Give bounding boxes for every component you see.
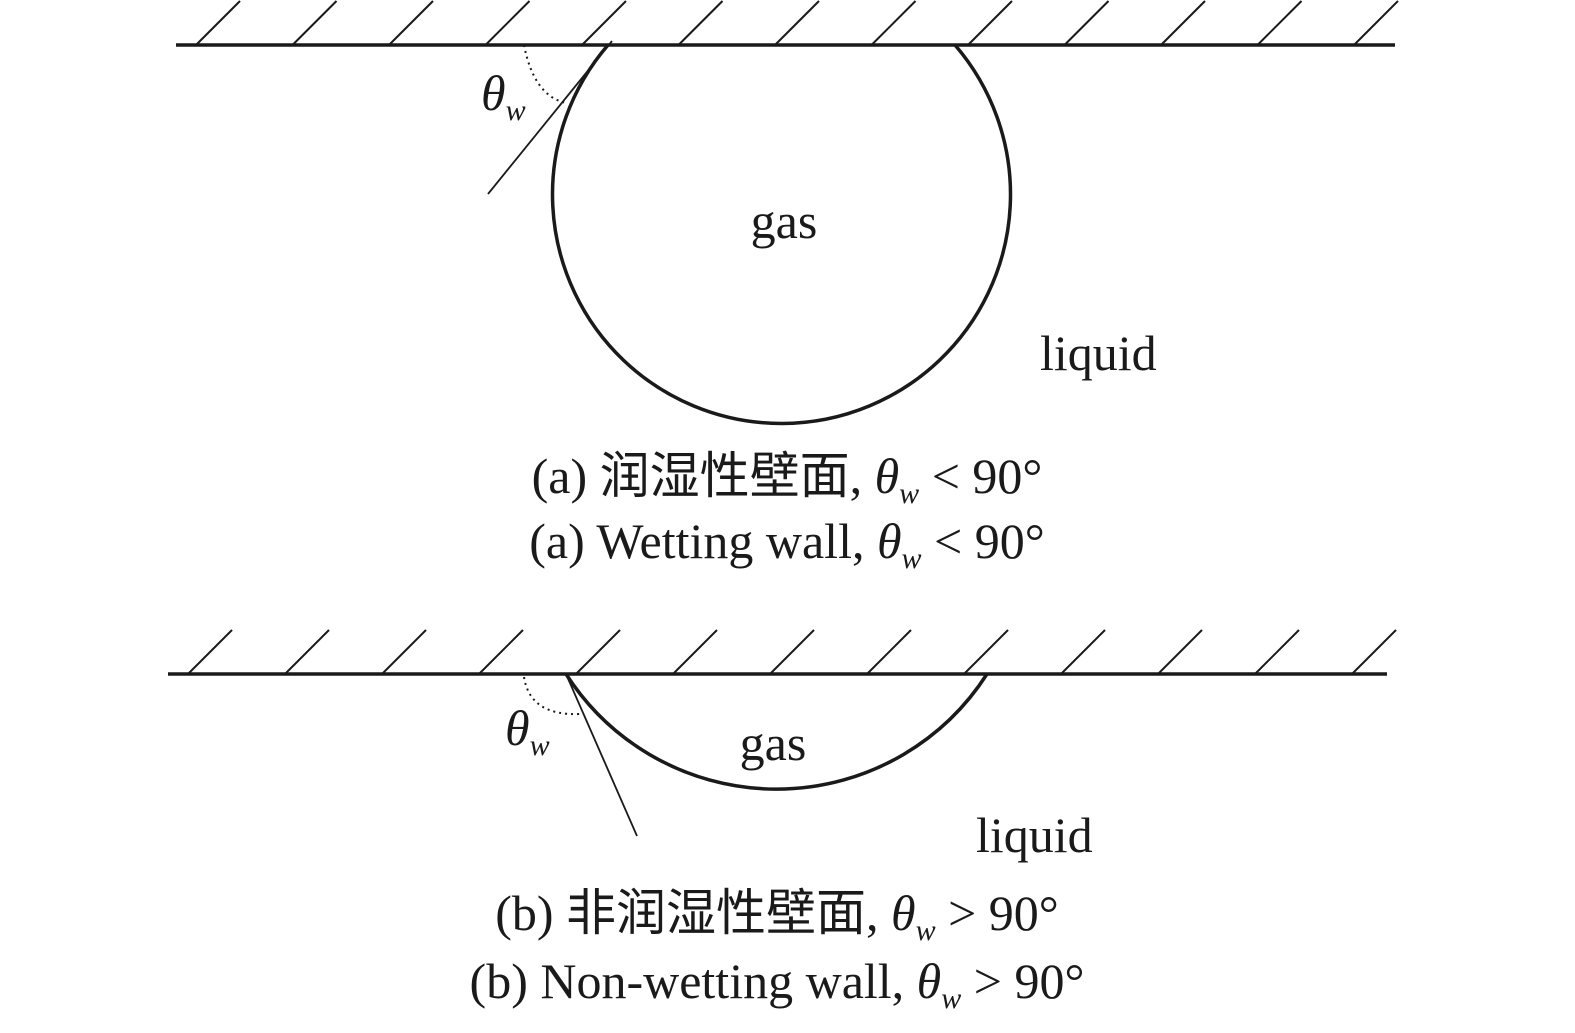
liquid-label-b: liquid: [976, 807, 1093, 863]
wall-b-hatch-stroke: [1351, 629, 1397, 675]
gas-label-b: gas: [740, 715, 807, 771]
wall-b-hatch-stroke: [963, 629, 1009, 675]
wall-b-hatch-stroke: [284, 629, 330, 675]
wall-b-hatch-stroke: [1254, 629, 1300, 675]
wall-a-hatch-stroke: [195, 0, 241, 46]
wall-b-hatch-stroke: [866, 629, 912, 675]
caption-cn-a: (a) 润湿性壁面, θw < 90°: [532, 448, 1043, 510]
wall-a-hatch-stroke: [291, 0, 338, 46]
wall-b-hatch-stroke: [575, 629, 621, 675]
wall-hatching-b: [187, 629, 1397, 675]
wall-a-hatch-stroke: [1353, 0, 1399, 46]
gas-label-a: gas: [751, 193, 818, 249]
tangent-line-b: [565, 673, 638, 837]
wall-a-hatch-stroke: [1063, 0, 1110, 46]
wall-b-hatch-stroke: [187, 629, 233, 675]
wall-a-hatch-stroke: [388, 0, 434, 46]
gas-bubble-b: [564, 673, 989, 791]
wall-b-hatch-stroke: [672, 629, 718, 675]
caption-en-a: (a) Wetting wall, θw < 90°: [529, 513, 1045, 575]
wall-a-hatch-stroke: [581, 0, 627, 46]
wall-b-hatch-stroke: [381, 629, 427, 675]
wall-b-hatch-stroke: [769, 629, 815, 675]
liquid-label-a: liquid: [1040, 325, 1157, 381]
tangent-line-a: [487, 40, 613, 195]
wall-b-hatch-stroke: [478, 629, 524, 675]
gas-bubble-a: [550, 43, 1013, 426]
wall-a-hatch-stroke: [774, 0, 820, 46]
wall-b-hatch-stroke: [1157, 629, 1203, 675]
caption-cn-b: (b) 非润湿性壁面, θw > 90°: [495, 885, 1059, 947]
panel-a: θw gas liquid (a) 润湿性壁面, θw < 90° (a) We…: [176, 0, 1399, 575]
wall-a-hatch-stroke: [1256, 0, 1303, 46]
wall-b-hatch-stroke: [1060, 629, 1106, 675]
panel-b: θw gas liquid (b) 非润湿性壁面, θw > 90° (b) N…: [168, 629, 1397, 1015]
wall-hatching-a: [195, 0, 1399, 46]
angle-label-a: θw: [481, 65, 526, 127]
angle-arc-b: [523, 676, 581, 716]
angle-label-b: θw: [505, 700, 550, 762]
wall-a-hatch-stroke: [870, 0, 917, 46]
angle-arc-a: [523, 44, 567, 104]
wall-a-hatch-stroke: [1160, 0, 1206, 46]
wall-a-hatch-stroke: [967, 0, 1013, 46]
wall-a-hatch-stroke: [677, 0, 724, 46]
caption-en-b: (b) Non-wetting wall, θw > 90°: [470, 953, 1085, 1015]
wall-a-hatch-stroke: [484, 0, 531, 46]
